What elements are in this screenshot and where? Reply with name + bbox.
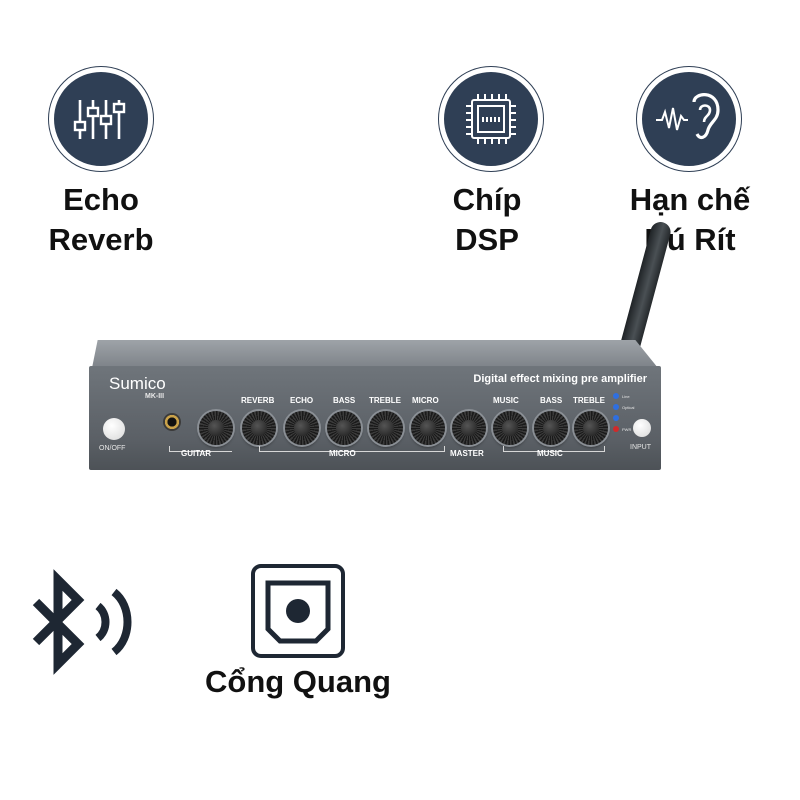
micro-treble-knob[interactable] bbox=[369, 411, 403, 445]
mixer-front-panel: Sumico MK-III Digital effect mixing pre … bbox=[89, 366, 661, 470]
micro-bass-knob[interactable] bbox=[327, 411, 361, 445]
knob-label-music: MUSIC bbox=[493, 396, 519, 405]
brand-logo: Sumico bbox=[109, 374, 166, 393]
led-label-power: PWR bbox=[622, 427, 632, 432]
led-label-line: Line bbox=[622, 394, 630, 399]
music-treble-knob[interactable] bbox=[574, 411, 608, 445]
micro-bracket bbox=[259, 446, 445, 452]
guitar-knob[interactable] bbox=[199, 411, 233, 445]
knob-label-music-bass: BASS bbox=[540, 396, 563, 405]
micro-volume-knob[interactable] bbox=[411, 411, 445, 445]
device-top-panel bbox=[92, 340, 658, 368]
music-volume-knob[interactable] bbox=[493, 411, 527, 445]
guitar-jack[interactable] bbox=[163, 413, 181, 431]
led-label-optical: Optical bbox=[622, 405, 635, 410]
device-title: Digital effect mixing pre amplifier bbox=[473, 373, 647, 385]
group-label-music: MUSIC bbox=[537, 449, 563, 458]
led-power bbox=[613, 426, 619, 432]
music-bass-knob[interactable] bbox=[534, 411, 568, 445]
optical-port-label: Cổng Quang bbox=[205, 664, 391, 699]
feature-label-echo-reverb: Echo Reverb bbox=[48, 182, 154, 257]
knob-label-music-treble: TREBLE bbox=[573, 396, 605, 405]
reverb-knob[interactable] bbox=[242, 411, 276, 445]
led-optical bbox=[613, 404, 619, 410]
echo-knob[interactable] bbox=[285, 411, 319, 445]
knob-label-treble: TREBLE bbox=[369, 396, 401, 405]
group-label-guitar: GUITAR bbox=[181, 449, 212, 458]
model-label: MK-III bbox=[145, 393, 165, 400]
group-label-master: MASTER bbox=[450, 449, 484, 458]
led-line bbox=[613, 393, 619, 399]
equalizer-sliders-icon bbox=[49, 67, 153, 171]
music-bracket bbox=[503, 446, 605, 452]
power-label: ON/OFF bbox=[99, 445, 126, 452]
knob-label-bass: BASS bbox=[333, 396, 356, 405]
input-select-button[interactable] bbox=[633, 419, 651, 437]
feature-label-dsp: Chíp DSP bbox=[452, 182, 522, 257]
ear-soundwave-icon bbox=[637, 67, 741, 171]
bluetooth-icon bbox=[28, 566, 148, 686]
knob-label-echo: ECHO bbox=[290, 396, 314, 405]
optical-port-icon bbox=[250, 563, 346, 659]
dsp-chip-icon bbox=[439, 67, 543, 171]
power-button[interactable] bbox=[103, 418, 125, 440]
knob-label-micro: MICRO bbox=[412, 396, 439, 405]
knob-label-reverb: REVERB bbox=[241, 396, 275, 405]
guitar-bracket bbox=[169, 446, 232, 452]
feature-label-anti-feedback: Hạn chế Hú Rít bbox=[629, 182, 751, 257]
master-knob[interactable] bbox=[452, 411, 486, 445]
group-label-micro: MICRO bbox=[329, 449, 356, 458]
led-bluetooth bbox=[613, 415, 619, 421]
input-label: INPUT bbox=[630, 444, 651, 451]
